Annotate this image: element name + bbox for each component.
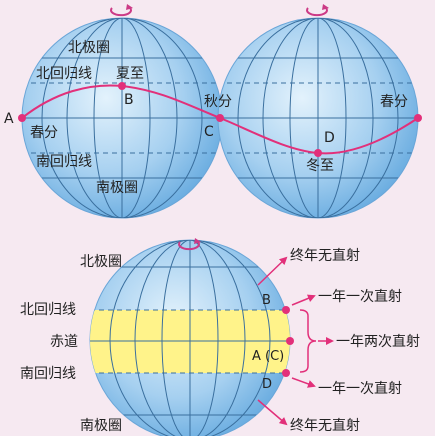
rotation-arrow-icon: [178, 241, 200, 251]
label-point-b: B: [262, 293, 271, 308]
meridian: [93, 18, 151, 218]
label-once-bottom: 一年一次直射: [318, 380, 402, 397]
arrow-no-direct-top: [257, 256, 288, 286]
point-d-dot: [282, 369, 290, 377]
rotation-arrow-icon: [110, 7, 132, 17]
label-point-b: B: [124, 92, 134, 108]
bracket: [299, 309, 317, 373]
rotation-arrowhead-icon: [194, 238, 201, 244]
globe-bottom: [89, 238, 291, 436]
label-point-ac: A (C): [252, 349, 284, 364]
label-antarctic-circle: 南极圈: [80, 418, 122, 434]
point-ac-dot: [286, 337, 294, 345]
label-twice: 一年两次直射: [336, 333, 420, 350]
label-equator: 赤道: [50, 334, 78, 350]
rotation-arrowhead-icon: [322, 4, 329, 10]
arrow-once-bottom: [291, 377, 316, 388]
label-spring-equinox-left: 春分: [30, 125, 58, 141]
point-b-dot: [118, 82, 126, 90]
meridian: [289, 18, 347, 218]
label-point-d: D: [324, 130, 335, 146]
label-arctic-circle: 北极圈: [80, 254, 122, 270]
meridian: [237, 18, 399, 218]
point-spring-right-dot: [414, 114, 422, 122]
meridian: [109, 240, 271, 436]
label-spring-equinox-right: 春分: [380, 94, 408, 110]
label-winter-solstice: 冬至: [306, 158, 334, 174]
label-antarctic-circle: 南极圈: [96, 180, 138, 196]
point-b-dot: [282, 306, 290, 314]
label-no-direct-sun-top: 终年无直射: [290, 247, 360, 264]
meridian: [134, 240, 246, 436]
arrow-once-top: [291, 294, 316, 306]
meridian: [161, 240, 219, 436]
point-d-dot: [314, 149, 322, 157]
label-tropic-capricorn: 南回归线: [20, 365, 76, 382]
arrow-no-direct-bottom: [257, 399, 288, 426]
point-a-dot: [18, 114, 26, 122]
label-autumn-equinox: 秋分: [204, 94, 232, 110]
point-c-dot: [216, 114, 224, 122]
label-once-top: 一年一次直射: [318, 288, 402, 305]
label-summer-solstice: 夏至: [116, 66, 144, 82]
meridian: [262, 18, 374, 218]
rotation-arrowhead-icon: [126, 4, 133, 10]
meridian: [66, 18, 178, 218]
label-point-a: A: [4, 111, 14, 127]
label-no-direct-sun-bottom: 终年无直射: [290, 417, 360, 434]
label-tropic-capricorn: 南回归线: [36, 153, 92, 170]
label-tropic-cancer: 北回归线: [36, 65, 92, 82]
globe-right: [217, 4, 419, 219]
label-point-d: D: [262, 377, 272, 392]
meridian: [41, 18, 203, 218]
label-point-c: C: [204, 124, 214, 140]
label-arctic-circle: 北极圈: [68, 40, 110, 56]
rotation-arrow-icon: [306, 7, 328, 17]
label-tropic-cancer: 北回归线: [20, 301, 76, 318]
globe-left: [21, 4, 223, 219]
